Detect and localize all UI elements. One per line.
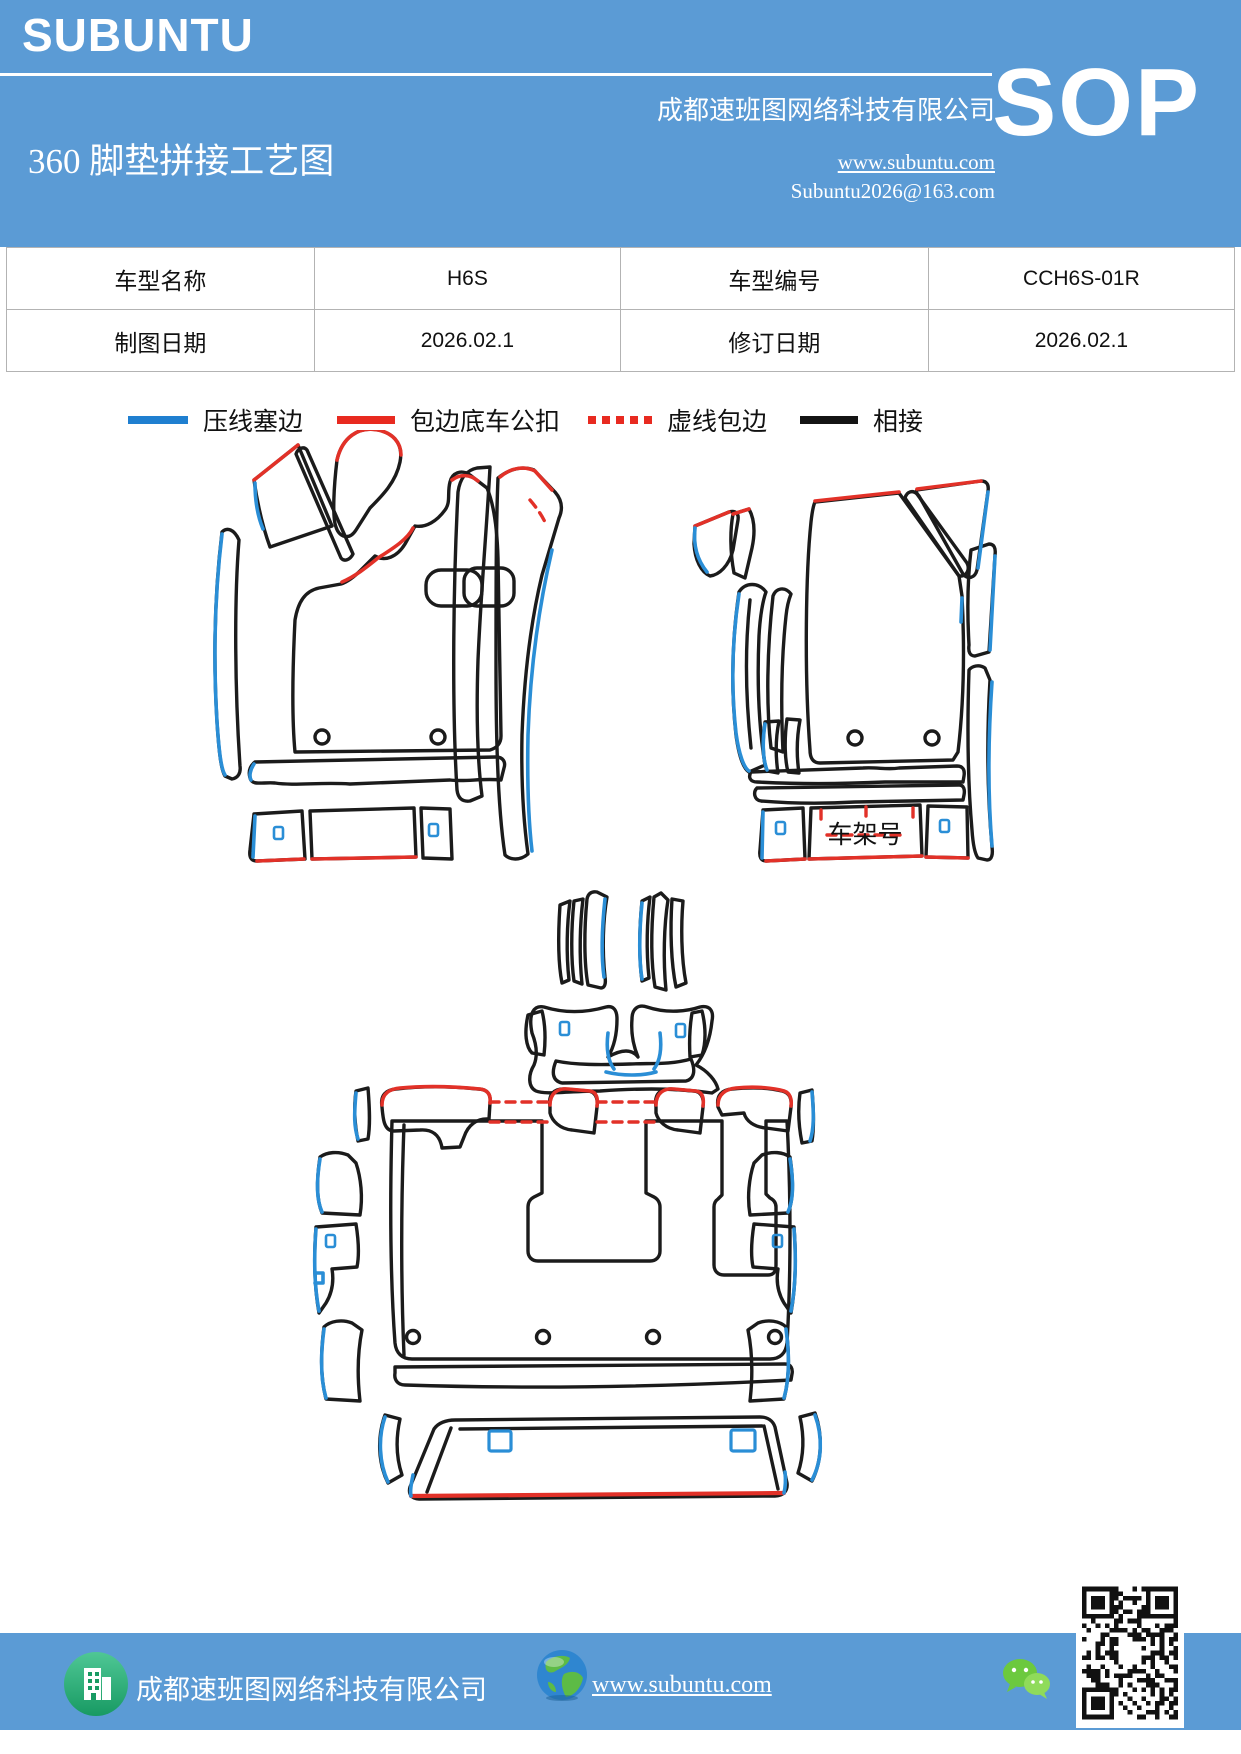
model-code-label: 车型编号 <box>619 247 929 310</box>
legend-item: 相接 <box>800 400 923 440</box>
legend-label: 虚线包边 <box>667 409 768 436</box>
rear-mat-diagram <box>312 890 823 1501</box>
header-divider <box>0 73 992 76</box>
footer-website-link[interactable]: www.subuntu.com <box>592 1672 772 1698</box>
legend: 压线塞边 包边底车公扣 虚线包边 相接 <box>0 400 1241 440</box>
frame-number-label: 车架号 <box>827 821 902 849</box>
header: SUBUNTU 360 脚垫拼接工艺图 成都速班图网络科技有限公司 www.su… <box>0 0 1241 247</box>
sop-badge: SOP <box>992 49 1201 156</box>
header-company-name: 成都速班图网络科技有限公司 <box>656 96 995 125</box>
driver-mat-diagram <box>213 430 564 863</box>
black-line-swatch <box>800 416 858 424</box>
legend-item: 压线塞边 <box>128 400 303 440</box>
legend-label: 压线塞边 <box>203 409 304 436</box>
revise-date-value: 2026.02.1 <box>927 309 1236 372</box>
vehicle-info-table: 车型名称 H6S 车型编号 CCH6S-01R 制图日期 2026.02.1 修… <box>6 247 1236 372</box>
table-row: 车型名称 H6S 车型编号 CCH6S-01R <box>6 247 1236 310</box>
legend-label: 相接 <box>873 409 924 436</box>
footer-company-name: 成都速班图网络科技有限公司 <box>136 1675 487 1705</box>
legend-label: 包边底车公扣 <box>410 409 561 436</box>
passenger-mat-diagram: 车架号 <box>692 479 997 863</box>
draw-date-label: 制图日期 <box>6 309 315 372</box>
revise-date-label: 修订日期 <box>619 309 929 372</box>
brand-logo: SUBUNTU <box>22 9 254 61</box>
header-email[interactable]: Subuntu2026@163.com <box>790 179 995 203</box>
page-title: 360 脚垫拼接工艺图 <box>28 142 335 181</box>
qr-code <box>1076 1578 1184 1728</box>
model-code-value: CCH6S-01R <box>927 247 1236 310</box>
red-dashed-swatch <box>588 416 652 424</box>
header-website-link[interactable]: www.subuntu.com <box>837 150 995 174</box>
red-line-swatch <box>337 416 395 424</box>
legend-item: 虚线包边 <box>588 400 767 440</box>
globe-icon <box>537 1650 587 1701</box>
blue-line-swatch <box>128 416 188 424</box>
legend-item: 包边底车公扣 <box>337 400 560 440</box>
building-icon <box>64 1652 128 1716</box>
draw-date-value: 2026.02.1 <box>313 309 621 372</box>
model-name-label: 车型名称 <box>6 247 315 310</box>
table-row: 制图日期 2026.02.1 修订日期 2026.02.1 <box>6 309 1236 372</box>
wechat-icon <box>1003 1659 1050 1699</box>
model-name-value: H6S <box>313 247 621 310</box>
